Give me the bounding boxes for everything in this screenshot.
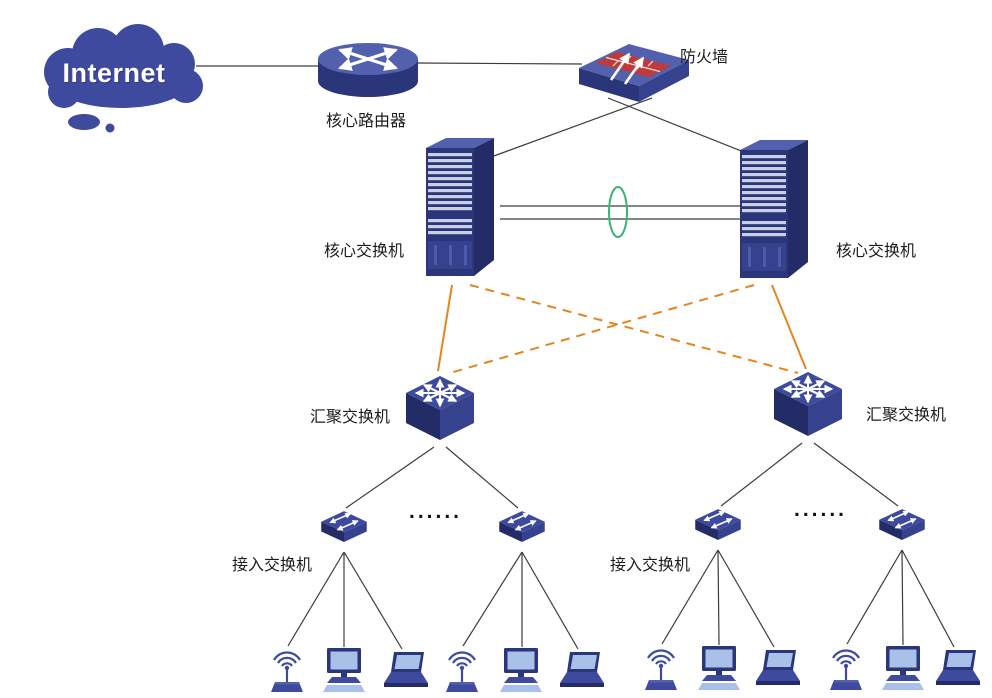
access-switch-left-label: 接入交换机	[231, 557, 312, 574]
laptop-icon	[377, 650, 433, 694]
access-switch-3	[692, 504, 744, 550]
core-router-label: 核心路由器	[325, 113, 406, 130]
laptop-2	[553, 650, 609, 694]
laptop-icon	[553, 650, 609, 694]
internet-cloud: Internet	[26, 20, 216, 135]
core-switch-right-label: 核心交换机	[836, 243, 917, 260]
access-switch-icon	[318, 506, 370, 552]
wireless-ap-icon	[442, 644, 482, 696]
firewall-label: 防火墙	[680, 49, 729, 66]
wireless-ap-icon	[826, 642, 866, 694]
access-switch-4	[876, 504, 928, 550]
laptop-icon	[749, 648, 805, 692]
core-switch-icon	[412, 126, 504, 282]
aggregation-switch-icon	[400, 370, 480, 454]
ellipsis-right: ......	[793, 498, 847, 521]
core-switch-left	[412, 126, 504, 282]
access-switch-right-label: 接入交换机	[610, 557, 691, 574]
laptop-3	[749, 648, 805, 692]
router-icon	[308, 26, 428, 110]
wireless-ap-4	[826, 642, 866, 694]
aggregation-switch-icon	[768, 366, 848, 450]
laptop-1	[377, 650, 433, 694]
firewall	[565, 30, 695, 110]
agg-switch-left	[400, 370, 480, 454]
wireless-ap-icon	[641, 642, 681, 694]
wireless-ap-icon	[267, 644, 307, 696]
desktop-pc-icon	[497, 646, 545, 694]
agg-switch-right-label: 汇聚交换机	[866, 407, 947, 424]
trunk-links	[437, 284, 807, 374]
desktop-pc-2	[497, 646, 545, 694]
access-links	[287, 549, 955, 650]
firewall-icon	[565, 30, 695, 110]
access-switch-1	[318, 506, 370, 552]
distribution-links	[345, 442, 899, 509]
laptop-4	[929, 648, 985, 692]
access-switch-icon	[496, 506, 548, 552]
desktop-pc-3	[695, 644, 743, 692]
access-switch-icon	[692, 504, 744, 550]
internet-label: Internet	[62, 58, 166, 88]
core-switch-left-label: 核心交换机	[323, 243, 404, 260]
core-switch-icon	[726, 128, 818, 284]
core-router	[308, 26, 428, 110]
desktop-pc-icon	[879, 644, 927, 692]
wireless-ap-2	[442, 644, 482, 696]
core-switch-right	[726, 128, 818, 284]
wireless-ap-3	[641, 642, 681, 694]
wireless-ap-1	[267, 644, 307, 696]
desktop-pc-icon	[695, 644, 743, 692]
ellipsis-left: ......	[408, 500, 462, 523]
laptop-icon	[929, 648, 985, 692]
desktop-pc-1	[320, 646, 368, 694]
desktop-pc-4	[879, 644, 927, 692]
link-aggregation-ellipse	[608, 186, 628, 238]
access-switch-2	[496, 506, 548, 552]
agg-switch-left-label: 汇聚交换机	[309, 409, 390, 426]
agg-switch-right	[768, 366, 848, 450]
desktop-pc-icon	[320, 646, 368, 694]
access-switch-icon	[876, 504, 928, 550]
